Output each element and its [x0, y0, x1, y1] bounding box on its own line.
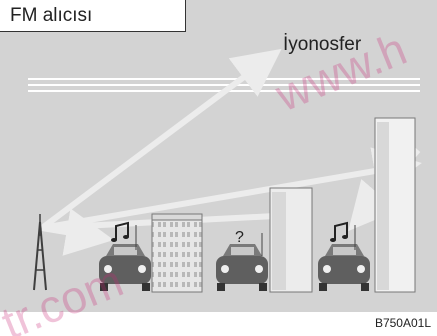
- unknown-reception-mark: ?: [235, 229, 244, 246]
- ionosphere-label: İyonosfer: [283, 34, 362, 55]
- car-icon: [216, 233, 268, 291]
- figure-code: B750A01L: [374, 316, 431, 330]
- car-icon: [318, 244, 370, 291]
- radio-tower-icon: [33, 214, 47, 291]
- building-icon: [269, 187, 313, 293]
- section-title: FM alıcısı: [0, 0, 186, 32]
- building-icon: [374, 117, 416, 293]
- music-note-icon: [330, 221, 356, 250]
- building-icon: [151, 213, 203, 293]
- signal-arrow-icon: [40, 48, 282, 231]
- signal-arrows: [40, 48, 422, 256]
- signal-arrow-icon: [41, 208, 114, 256]
- car-icon: [99, 244, 151, 291]
- music-note-icon: [111, 221, 137, 250]
